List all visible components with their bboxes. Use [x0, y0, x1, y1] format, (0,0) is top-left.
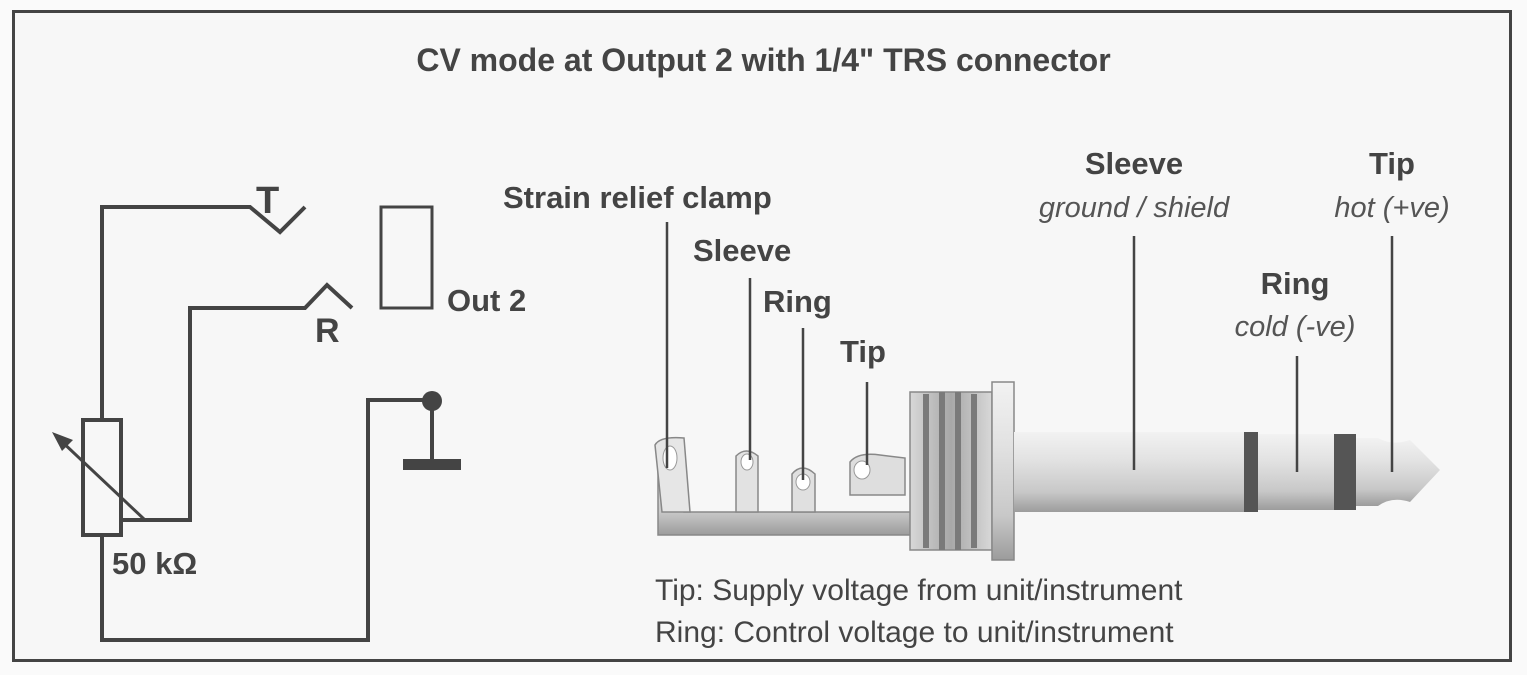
tip-wire [100, 205, 307, 420]
tip-lug-label: Tip [840, 334, 886, 369]
ring-contact-desc: cold (-ve) [1234, 311, 1356, 343]
ring-contact-label: Ring [1260, 266, 1330, 301]
potentiometer-label: 50 kΩ [112, 546, 198, 581]
schematic [56, 205, 434, 642]
ring-lug-label: Ring [763, 284, 832, 319]
tip-contact-desc: hot (+ve) [1334, 192, 1450, 224]
sleeve-lug-label: Sleeve [693, 233, 792, 268]
ring-wire [120, 282, 354, 522]
potentiometer-arrowhead [52, 432, 73, 451]
threaded-collar [909, 391, 993, 551]
flange [991, 381, 1015, 561]
ground-node [422, 391, 442, 411]
ring-terminal-label: R [315, 312, 340, 350]
leader-lines [665, 222, 1394, 480]
collar-threads [923, 392, 977, 550]
sleeve-contact-desc: ground / shield [1038, 192, 1230, 224]
diagram-frame [12, 10, 1512, 662]
sleeve-contact-label: Sleeve [1084, 146, 1184, 181]
tip-contact [1356, 438, 1440, 506]
output-label: Out 2 [447, 283, 527, 318]
tip-terminal-label: T [256, 180, 280, 222]
tip-note: Tip: Supply voltage from unit/instrument [655, 574, 1183, 607]
potentiometer-arrow [56, 436, 147, 522]
tip-contact-label: Tip [1369, 146, 1415, 181]
ground-symbol [403, 459, 461, 470]
sleeve-contact [1014, 432, 1248, 512]
insulator-2 [1334, 434, 1356, 510]
trs-connector [654, 381, 1440, 561]
output-box [379, 205, 434, 310]
ring-note: Ring: Control voltage to unit/instrument [655, 616, 1174, 649]
diagram-title: CV mode at Output 2 with 1/4" TRS connec… [416, 42, 1111, 78]
insulator-1 [1244, 432, 1258, 512]
strain-relief-label: Strain relief clamp [503, 180, 772, 215]
